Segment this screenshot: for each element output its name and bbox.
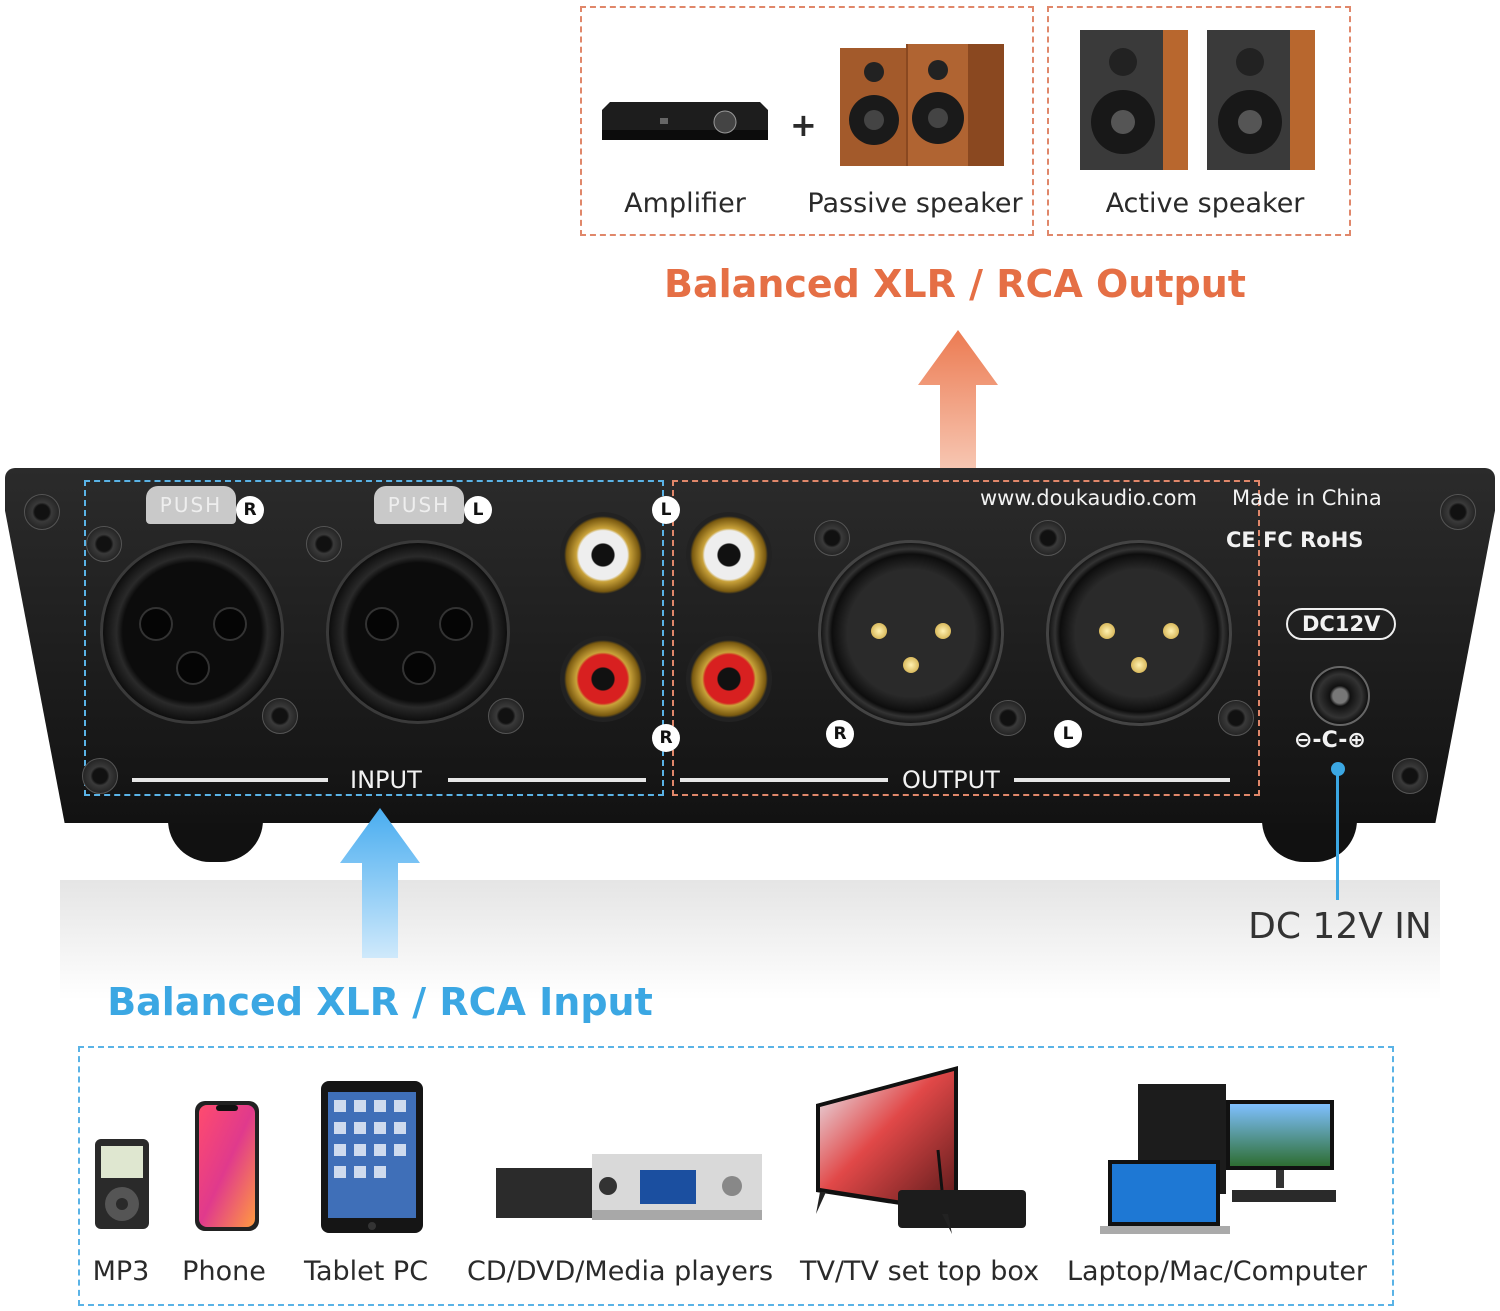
phone-image [195, 1101, 259, 1231]
output-devices-box-active [1047, 6, 1351, 236]
output-strip-right [1014, 778, 1230, 782]
input-label: INPUT [350, 766, 422, 794]
screw-icon [24, 494, 60, 530]
input-xlr-left-label: L [464, 496, 492, 524]
tv-image [816, 1066, 1026, 1234]
input-rca-right-jack [560, 636, 646, 722]
push-tab-right: PUSH [146, 486, 236, 524]
dc-callout-dot [1331, 762, 1345, 776]
plus-sign: + [790, 106, 817, 144]
source-label-mp3: MP3 [92, 1256, 150, 1287]
screw-icon [86, 526, 122, 562]
screw-icon [488, 698, 524, 734]
output-arrow-icon [918, 330, 998, 470]
device-reflection [60, 880, 1440, 1000]
push-tab-left: PUSH [374, 486, 464, 524]
input-zone [84, 480, 664, 796]
output-label: OUTPUT [902, 766, 1000, 794]
screw-icon [1218, 700, 1254, 736]
input-arrow-icon [340, 808, 420, 958]
screw-icon [82, 758, 118, 794]
dc-callout-line [1336, 774, 1339, 900]
screw-icon [1392, 758, 1428, 794]
device-website: www.doukaudio.com [980, 486, 1197, 510]
input-title: Balanced XLR / RCA Input [107, 980, 653, 1024]
output-xlr-left-label: L [1054, 720, 1082, 748]
input-strip-left [132, 778, 328, 782]
input-xlr-right-label: R [236, 496, 264, 524]
input-rca-left-jack [560, 512, 646, 598]
screw-icon [306, 526, 342, 562]
rca-left-label: L [652, 496, 680, 524]
sources-box [78, 1046, 1394, 1306]
output-zone [672, 480, 1260, 796]
device-certifications: CE FC RoHS [1226, 528, 1364, 552]
screw-icon [990, 700, 1026, 736]
source-label-phone: Phone [182, 1256, 266, 1287]
source-label-tablet: Tablet PC [303, 1256, 429, 1287]
input-xlr-left-jack [326, 540, 510, 724]
screw-icon [1030, 520, 1066, 556]
source-label-media-players: CD/DVD/Media players [466, 1256, 774, 1287]
mp3-player-image [95, 1139, 149, 1229]
rca-right-label: R [652, 724, 680, 752]
source-label-tv: TV/TV set top box [800, 1256, 1040, 1287]
dc-in-label: DC 12V IN [1248, 906, 1432, 947]
output-xlr-right-label: R [826, 720, 854, 748]
dc-polarity-icon: ⊖-C-⊕ [1294, 728, 1366, 753]
screw-icon [814, 520, 850, 556]
media-player-image [496, 1154, 762, 1220]
device-made-in: Made in China [1232, 486, 1382, 510]
output-xlr-right-jack [818, 540, 1004, 726]
amplifier-label: Amplifier [624, 188, 746, 219]
dc-badge: DC12V [1286, 608, 1397, 640]
tablet-image [321, 1081, 423, 1233]
amplifier-image [602, 102, 768, 140]
output-devices-box-passive [580, 6, 1034, 236]
device-foot-left [168, 820, 263, 862]
passive-speaker-label: Passive speaker [807, 188, 1023, 219]
passive-speaker-image [840, 44, 1004, 166]
output-xlr-left-jack [1046, 540, 1232, 726]
output-title: Balanced XLR / RCA Output [664, 262, 1246, 306]
screw-icon [262, 698, 298, 734]
active-speaker-label: Active speaker [1105, 188, 1305, 219]
input-strip-right [448, 778, 646, 782]
input-xlr-right-jack [100, 540, 284, 724]
output-rca-right-jack [686, 636, 772, 722]
device-foot-right [1262, 820, 1357, 862]
computer-image [1100, 1084, 1336, 1234]
output-rca-left-jack [686, 512, 772, 598]
source-label-computer: Laptop/Mac/Computer [1066, 1256, 1368, 1287]
screw-icon [1440, 494, 1476, 530]
active-speaker-image [1080, 30, 1315, 170]
dc-power-jack [1310, 666, 1370, 726]
output-strip-left [680, 778, 888, 782]
